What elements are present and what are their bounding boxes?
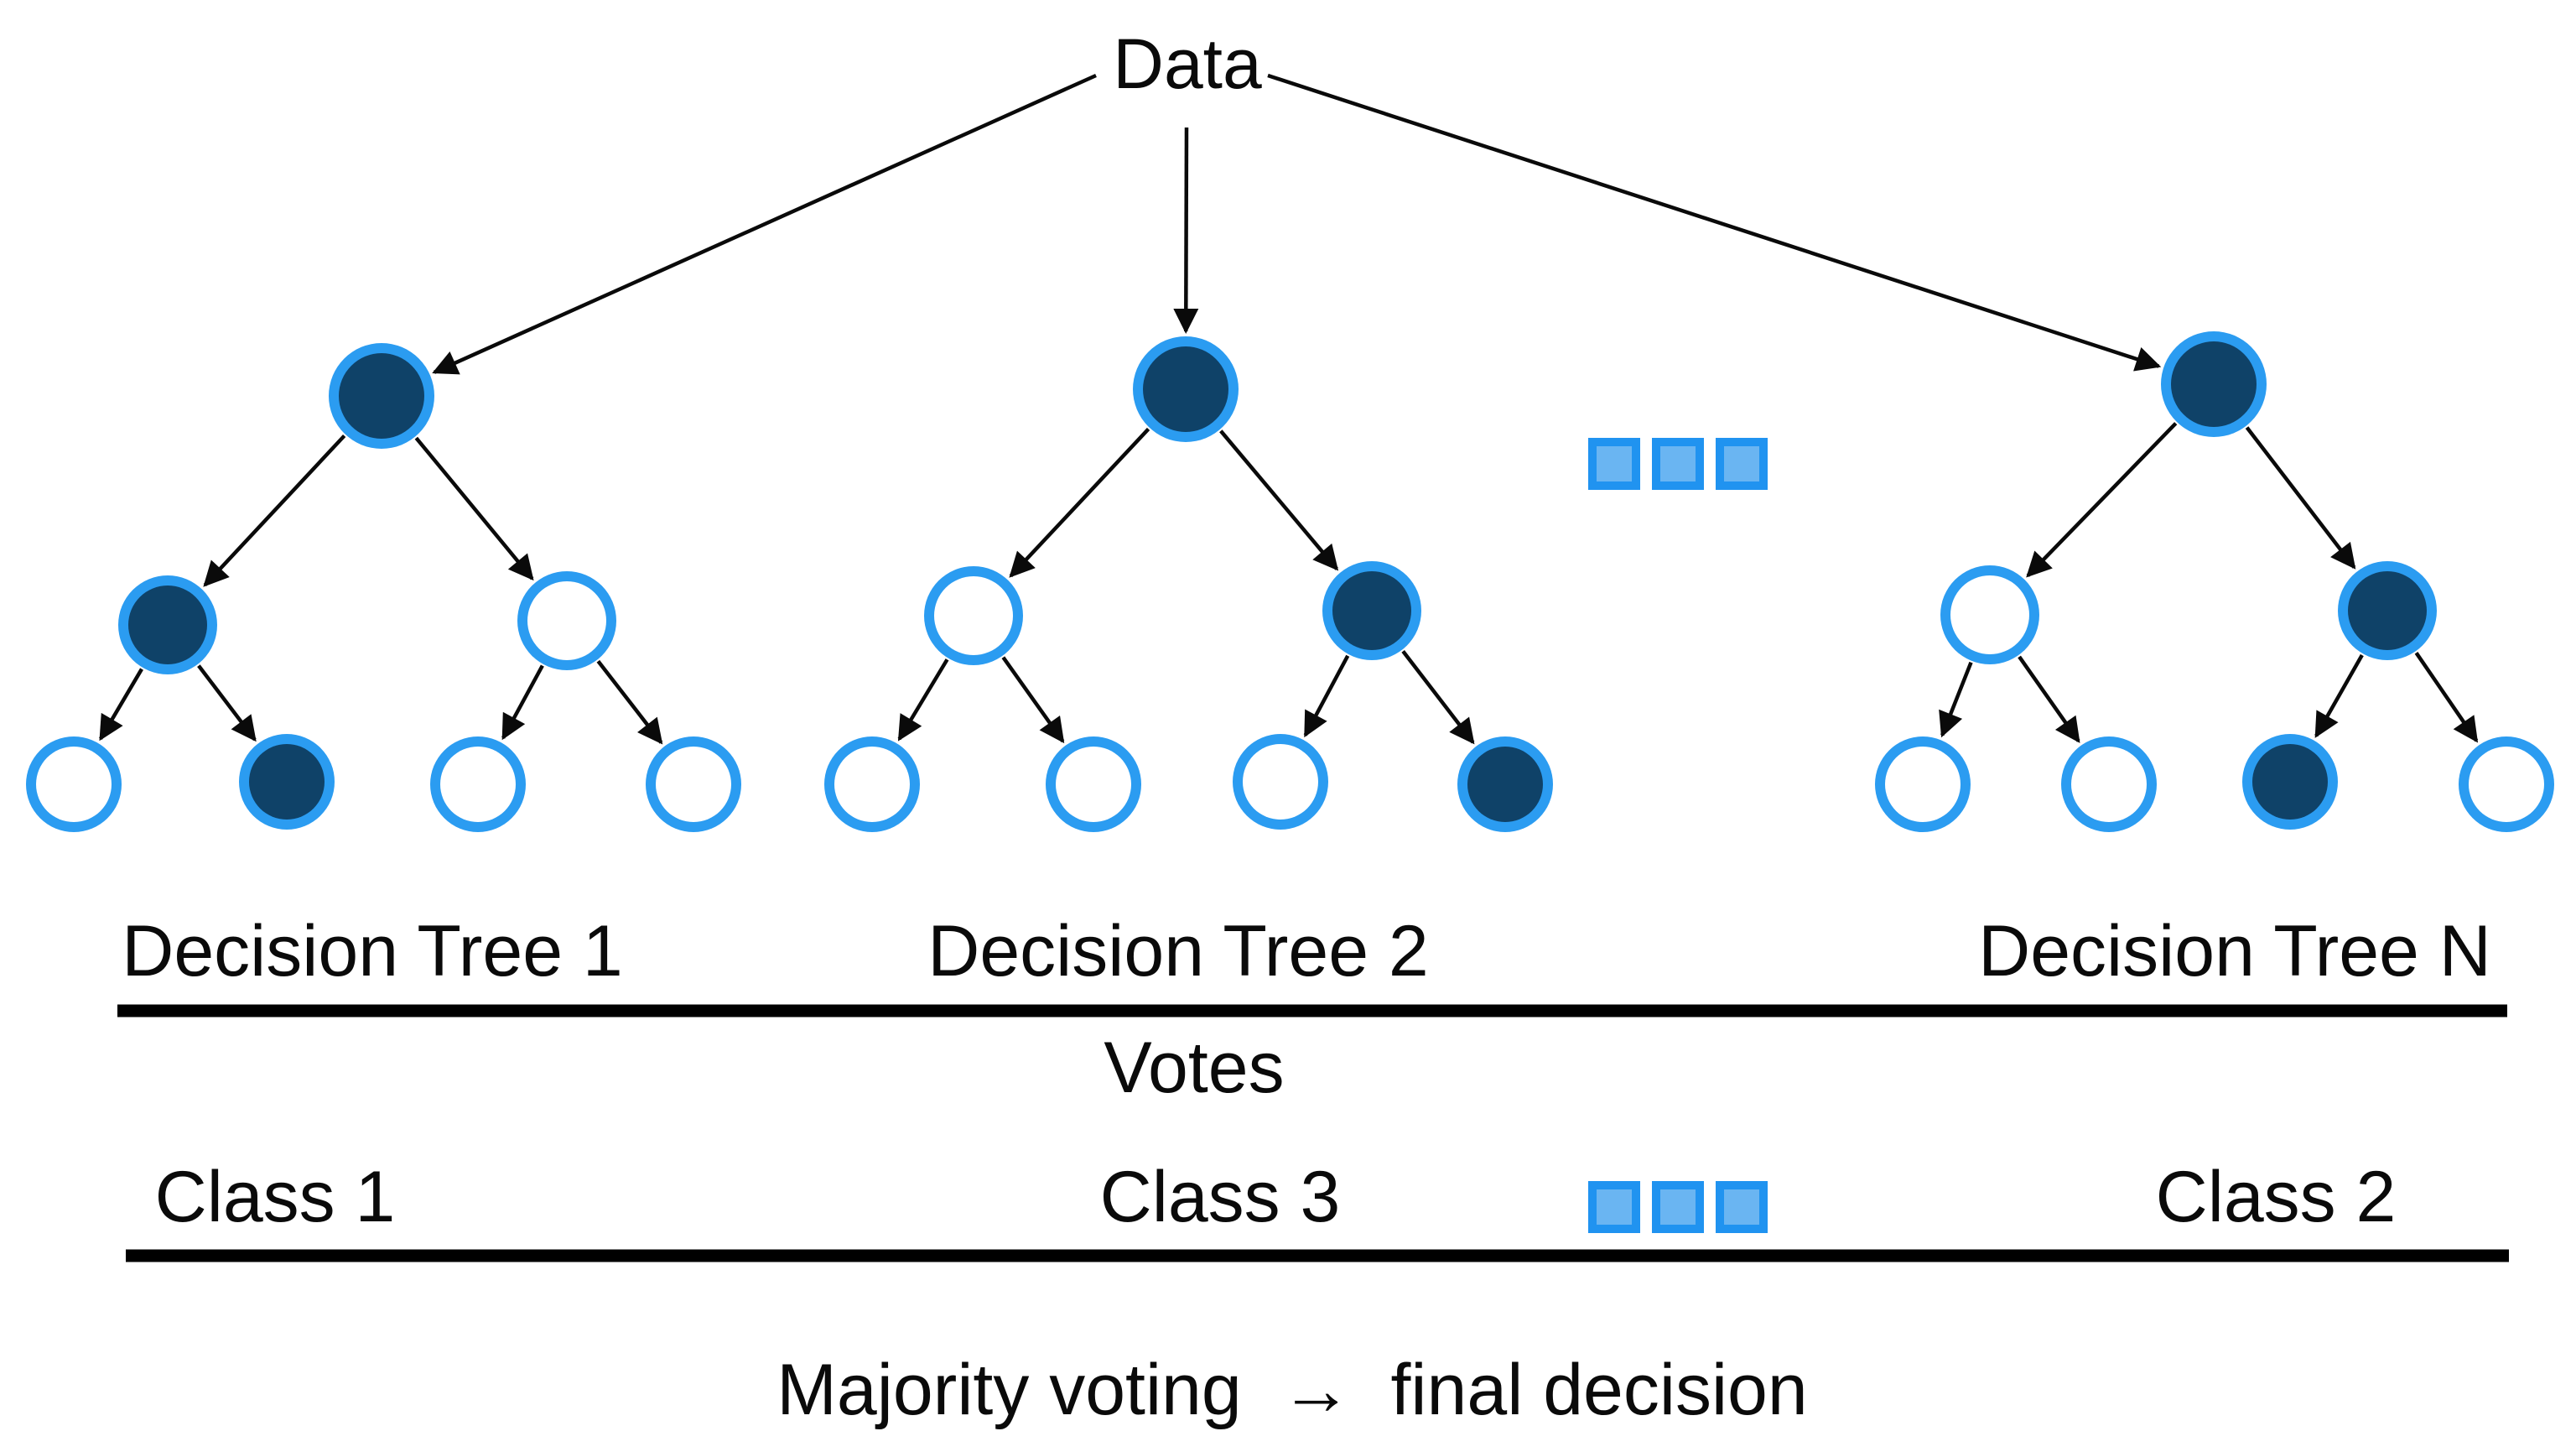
tree-2-edge-child0-right <box>1001 656 1065 744</box>
decision-tree-n-label: Decision Tree N <box>1978 911 2491 991</box>
right-arrow-icon: → <box>1280 1350 1353 1430</box>
tree-3-leaf-node-3 <box>2459 736 2554 832</box>
tree-2-edge-child1-right <box>1401 650 1475 745</box>
vote-class-1-label: Class 1 <box>155 1157 396 1237</box>
data-to-tree-1-arrow <box>432 73 1097 375</box>
tree-1-leaf-node-2 <box>430 736 526 832</box>
tree-1-edge-child0-left <box>99 668 143 742</box>
tree-1-edge-child1-left <box>501 664 544 741</box>
trees-ellipsis <box>1588 438 1768 490</box>
majority-voting-caption: Majority voting → final decision <box>776 1350 1807 1430</box>
votes-label: Votes <box>1104 1028 1284 1108</box>
data-label: Data <box>1113 24 1262 103</box>
tree-2-leaf-node-1 <box>1046 736 1141 832</box>
tree-3-edge-child0-left <box>1939 661 1973 738</box>
data-to-tree-3-arrow <box>1267 73 2162 372</box>
tree-1-leaf-node-0 <box>26 736 122 832</box>
trees-ellipsis-square-icon <box>1652 438 1704 490</box>
tree-1-leaf-node-1 <box>239 734 335 830</box>
tree-3-leaf-node-0 <box>1875 736 1971 832</box>
tree-3-root-node <box>2161 331 2267 437</box>
decision-tree-2-label: Decision Tree 2 <box>927 911 1429 991</box>
tree-2-child-node-1 <box>1322 561 1421 660</box>
tree-1-edge-root-left <box>203 434 346 587</box>
tree-1-child-node-0 <box>118 575 217 674</box>
trees-ellipsis-square-icon <box>1588 438 1640 490</box>
tree-3-edge-child0-right <box>2018 655 2080 743</box>
tree-2-edge-child1-left <box>1303 654 1350 738</box>
tree-2-leaf-node-2 <box>1233 734 1328 830</box>
tree-1-edge-child1-right <box>596 659 663 745</box>
votes-ellipsis-square-icon <box>1652 1181 1704 1233</box>
majority-voting-text: Majority voting <box>776 1350 1241 1430</box>
ellipsis-squares-layer <box>1588 438 1768 1233</box>
final-decision-text: final decision <box>1391 1350 1808 1430</box>
tree-3-child-node-0 <box>1940 565 2039 664</box>
tree-2-leaf-node-0 <box>824 736 920 832</box>
trees-ellipsis-square-icon <box>1716 438 1768 490</box>
tree-1-child-node-1 <box>517 571 616 670</box>
tree-nodes-layer <box>26 331 2554 832</box>
tree-1-edge-child0-right <box>197 664 257 742</box>
tree-3-child-node-1 <box>2338 561 2437 660</box>
votes-ellipsis-square-icon <box>1588 1181 1640 1233</box>
tree-2-root-node <box>1133 336 1239 442</box>
tree-3-edge-root-left <box>2026 422 2178 578</box>
tree-3-edge-child1-left <box>2314 653 2364 738</box>
tree-edges-layer <box>99 73 2479 745</box>
vote-class-2-label: Class 2 <box>2156 1157 2397 1237</box>
decision-tree-1-label: Decision Tree 1 <box>122 911 623 991</box>
tree-3-edge-child1-right <box>2414 652 2479 743</box>
tree-2-edge-root-left <box>1009 427 1150 578</box>
vote-class-3-label: Class 3 <box>1100 1157 1341 1237</box>
tree-1-leaf-node-3 <box>646 736 741 832</box>
tree-2-edge-child0-left <box>897 658 949 742</box>
tree-2-child-node-0 <box>924 566 1023 665</box>
tree-2-leaf-node-3 <box>1457 736 1553 832</box>
votes-ellipsis <box>1588 1181 1768 1233</box>
tree-3-leaf-node-2 <box>2242 734 2338 830</box>
tree-2-edge-root-right <box>1219 429 1339 571</box>
votes-ellipsis-square-icon <box>1716 1181 1768 1233</box>
tree-3-edge-root-right <box>2245 426 2356 570</box>
data-to-tree-2-arrow <box>1173 127 1199 335</box>
tree-1-edge-root-right <box>414 436 534 581</box>
tree-3-leaf-node-1 <box>2061 736 2157 832</box>
tree-1-root-node <box>329 343 434 449</box>
